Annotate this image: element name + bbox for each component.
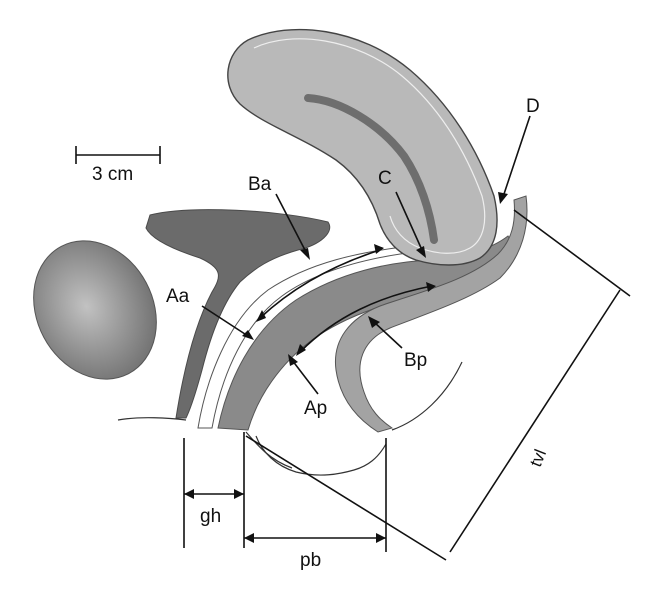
point-bp-label: Bp — [404, 350, 427, 371]
d-leader — [503, 115, 531, 195]
gh-measurement: gh — [183, 432, 245, 548]
anterior-wall-arrow — [259, 249, 381, 319]
bp-leader — [373, 321, 403, 349]
bladder — [145, 209, 331, 419]
aa-leader — [201, 305, 249, 337]
ba-leader — [275, 193, 307, 253]
pb-label: pb — [300, 550, 321, 571]
tvl-measurement: tvl — [245, 209, 631, 561]
posterior-wall-arrow — [299, 285, 433, 353]
scale-bar: 3 cm — [75, 146, 161, 185]
pb-measurement: pb — [244, 438, 387, 571]
point-ba-label: Ba — [248, 174, 272, 195]
tvl-label: tvl — [526, 447, 550, 470]
ap-leader — [291, 359, 319, 395]
perineum-outline — [117, 361, 463, 476]
uterine-cavity — [304, 94, 438, 244]
gh-label: gh — [200, 506, 221, 527]
rectum — [334, 195, 528, 433]
point-c-label: C — [378, 168, 392, 189]
perineal-body-outline — [245, 431, 293, 469]
scale-bar-label: 3 cm — [92, 164, 133, 185]
point-ap-label: Ap — [304, 398, 327, 419]
pubic-bone — [33, 240, 157, 380]
c-arrow — [395, 191, 423, 251]
point-d-label: D — [526, 96, 540, 117]
point-aa-label: Aa — [166, 286, 190, 307]
